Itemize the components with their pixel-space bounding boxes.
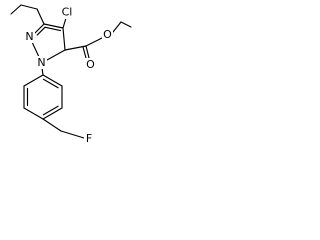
benzene-bond-3 — [42, 107, 63, 120]
ester-oxygen-label: O — [103, 28, 112, 41]
bond-aryl-ch2 — [42, 118, 62, 132]
bond-propyl-3 — [10, 4, 22, 15]
ring-bond-c3-c4 — [43, 23, 64, 29]
bond-propyl-2 — [20, 4, 38, 10]
bond-layer — [10, 4, 132, 139]
ester-oxygen-atom: O — [102, 28, 113, 41]
bond-n1-aryl — [41, 67, 44, 76]
fluorine-label: F — [86, 132, 92, 145]
fluorine-atom: F — [84, 132, 94, 145]
bond-carbonyl-ester-o — [85, 37, 103, 47]
benzene-bond-1 — [42, 74, 63, 87]
structure-diagram: Cl N N O O F — [10, 4, 132, 145]
benzene-bond-6 — [23, 74, 44, 87]
bond-ester-o-ch2 — [112, 21, 122, 33]
bond-carbonyl-o-second — [82, 46, 87, 59]
ring-bond-n2-c3 — [33, 23, 45, 35]
bond-c5-carbonyl — [64, 45, 87, 51]
carbonyl-oxygen-atom: O — [85, 58, 96, 71]
ring-bond-c5-n1 — [46, 49, 66, 61]
benzene-bond-4 — [23, 107, 44, 120]
bond-propyl-1 — [36, 8, 45, 25]
ring-bond-c4-c5 — [62, 27, 66, 51]
carbonyl-oxygen-label: O — [86, 58, 95, 71]
ring-bond-n1-n2 — [31, 41, 40, 58]
atom-label-layer: Cl N N O O F — [24, 5, 113, 145]
ring-nitrogen-1-label: N — [37, 56, 45, 69]
ring-double-bond-n2-c3 — [36, 26, 46, 36]
chlorine-atom: Cl — [59, 5, 75, 19]
chlorine-label: Cl — [62, 6, 73, 19]
bond-ethyl — [120, 21, 132, 28]
bond-carbonyl-o — [85, 45, 90, 59]
ring-double-bond-c3-c4 — [44, 26, 61, 32]
ring-nitrogen-1-atom: N — [36, 56, 47, 69]
ring-nitrogen-2-atom: N — [24, 30, 35, 43]
benzene-double-bond-1 — [42, 78, 59, 89]
bond-ch2-f — [60, 130, 85, 139]
ring-nitrogen-2-label: N — [25, 30, 33, 43]
benzene-double-bond-2 — [42, 105, 59, 116]
bond-c4-cl — [62, 17, 67, 29]
